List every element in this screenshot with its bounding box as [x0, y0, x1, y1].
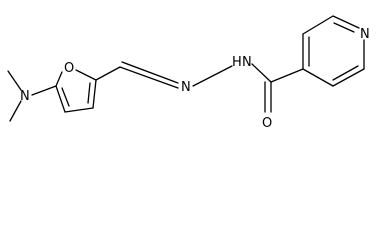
bond-furan-to-ch: [95, 66, 121, 81]
atom-furan-o: O: [64, 61, 74, 76]
bond-carbonyl-to-pyridine: [270, 68, 304, 83]
bond-methyl-down: [9, 100, 22, 122]
bond-methyl-up: [7, 70, 22, 91]
bond-pyr-c6-c5-inner: [332, 65, 359, 81]
atom-amide-h: H: [232, 55, 242, 70]
bond-pyr-c2-n-inner: [333, 22, 355, 33]
atom-pyridine-n: N: [360, 27, 370, 42]
molecule-canvas: N O N H N O N: [7, 15, 370, 131]
bond-furan-c2-c3: [92, 79, 97, 109]
bond-nh-to-carbonyl: [251, 63, 272, 83]
bond-pyr-c3-c2: [302, 15, 334, 35]
bond-furan-c3-c4: [64, 107, 94, 113]
bond-n-to-furan: [31, 85, 57, 96]
atom-dimethylamino-n: N: [20, 89, 30, 104]
bond-furan-c5-o: [55, 71, 63, 87]
bond-pyr-c2-n: [332, 15, 360, 29]
bond-furan-c4-c5: [55, 85, 66, 113]
atom-carbonyl-o: O: [262, 116, 272, 131]
bond-ch-imine-2: [121, 61, 179, 84]
structure-drawing: N O N H N O N: [7, 15, 370, 131]
bond-ch-imine-1: [119, 66, 179, 89]
bond-pyr-c5-c4: [302, 68, 334, 87]
bond-furan-c4-c5-inner: [61, 87, 70, 107]
atom-amide-n: N: [242, 55, 252, 70]
bond-n-n: [192, 65, 233, 87]
bond-furan-c2-c3-inner: [87, 82, 91, 104]
bond-pyr-c6-c5: [332, 68, 365, 87]
atom-imine-n: N: [181, 80, 191, 95]
bond-furan-o-c2: [75, 69, 97, 81]
